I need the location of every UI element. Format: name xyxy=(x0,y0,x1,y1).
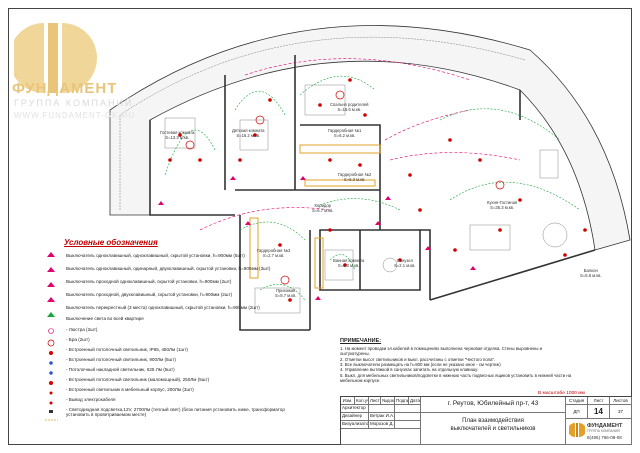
legend-item: Выключение света во всей квартире xyxy=(66,315,144,321)
legend-item: Выключатель перекрестный (3 места) однок… xyxy=(66,304,260,310)
firm-name: ФУНДАМЕНТ xyxy=(587,423,623,429)
stamp-col-header: Изм. xyxy=(341,397,355,405)
chandeliers xyxy=(185,90,505,285)
title-block: Изм. Кол.уч. Лист №док. Подпись Дата Арх… xyxy=(340,396,632,445)
sheet-header: Лист xyxy=(588,397,610,405)
joinery-lines xyxy=(249,144,381,289)
stamp-firm: ФУНДАМЕНТ ГРУППА КОМПАНИЙ 8(495) 766-08-… xyxy=(566,419,632,445)
sheet-frame xyxy=(8,8,632,445)
stamp-col-header: Дата xyxy=(409,397,421,405)
interior-walls xyxy=(149,55,596,331)
note-item: 5. Выкл. для мебельных светильников/подс… xyxy=(340,372,572,384)
legend-item: - Вывод электрокабеля xyxy=(66,396,116,402)
legend-item: - Встроенный потолочный светильник, IP65… xyxy=(66,346,188,352)
stamp-cell xyxy=(395,405,421,413)
outer-wall-arc xyxy=(109,25,631,251)
scale-label: В масштабе 1000 мм xyxy=(538,391,585,396)
legend-item: Выключатель проходной одноклавишный, скр… xyxy=(66,278,232,284)
legend-item: - Встроенный потолочный светильник (мало… xyxy=(66,376,210,382)
firm-logo-icon xyxy=(569,423,585,437)
firm-subtitle: ГРУППА КОМПАНИЙ xyxy=(587,429,620,433)
note-item: 2. Отметки высот светильников и выкл. ра… xyxy=(340,356,496,362)
logo-url: WWW.FUNDAMENT-GK.RU xyxy=(14,111,136,120)
stamp-col-header: Подпись xyxy=(395,397,409,405)
notes-block: ПРИМЕЧАНИЕ: 1. На момент проводки эл.каб… xyxy=(340,338,572,383)
legend-item: Выключатель одноклавишный, одинарный, дв… xyxy=(66,265,271,271)
legend-item: - Встроенный светильник в мебельный корп… xyxy=(66,386,194,392)
stamp-col-header: Кол.уч. xyxy=(355,397,369,405)
notes-title: ПРИМЕЧАНИЕ: xyxy=(340,338,382,344)
stamp-person: Ветрак И.А. xyxy=(369,413,395,421)
stamp-person: Морозов Д.О. xyxy=(369,421,395,429)
sheets-header: Листов xyxy=(610,397,632,405)
legend-item: - Бра (2шт) xyxy=(66,336,90,342)
light-fixtures xyxy=(168,78,587,302)
facade-glazing-line xyxy=(119,37,526,210)
stamp-col-header: Лист xyxy=(369,397,381,405)
stamp-person xyxy=(369,405,395,413)
switch-circuits xyxy=(199,58,521,231)
note-item: 1. На момент проводки эл.кабелей в помещ… xyxy=(340,345,543,357)
stage-header: Стадия xyxy=(566,397,588,405)
legend-item: - Потолочный накладной светильник, 625 Л… xyxy=(66,366,175,372)
legend-item: - Светодиодная подсветка,12V, 2700Лм (те… xyxy=(66,406,285,418)
logo-subtitle: ГРУППА КОМПАНИЙ xyxy=(14,98,134,108)
stamp-cell xyxy=(341,429,421,445)
stamp-cell xyxy=(395,413,421,421)
stamp-cell xyxy=(395,421,421,429)
legend-item: - Люстра (2шт) xyxy=(66,326,98,332)
stage-value: ДП xyxy=(566,405,588,419)
stamp-role: Архитектор xyxy=(341,405,369,413)
switches xyxy=(158,176,476,300)
legend-item: Выключатель проходной, двухклавишный, ск… xyxy=(66,291,233,297)
logo-name: ФУНДАМЕНТ xyxy=(12,80,118,97)
sheet-count: 37 xyxy=(610,405,632,419)
legend-item: Выключатель одноклавишный, одноклавишный… xyxy=(66,252,245,258)
firm-phone: 8(495) 766-08-08 xyxy=(587,435,622,440)
sheet-number: 14 xyxy=(588,405,610,419)
company-logo-mark xyxy=(14,23,97,93)
project-address: г. Реутов, Юбилейный пр-т, 43 xyxy=(421,397,566,413)
legend-title: Условные обозначения xyxy=(64,238,158,247)
legend-item: - Встроенный потолочный светильник, 900Л… xyxy=(66,356,176,362)
note-item: 4. Управление вытяжкой в санузлах запита… xyxy=(340,367,479,373)
stamp-role: Визуализатор xyxy=(341,421,369,429)
legend: Условные обозначения Выключатель однокла… xyxy=(44,238,294,418)
legend-symbols xyxy=(45,252,58,421)
stamp-role: Дизайнер xyxy=(341,413,369,421)
stamp-col-header: №док. xyxy=(381,397,395,405)
note-item: 3. Все выключатели размещать на h=900 мм… xyxy=(340,361,501,367)
